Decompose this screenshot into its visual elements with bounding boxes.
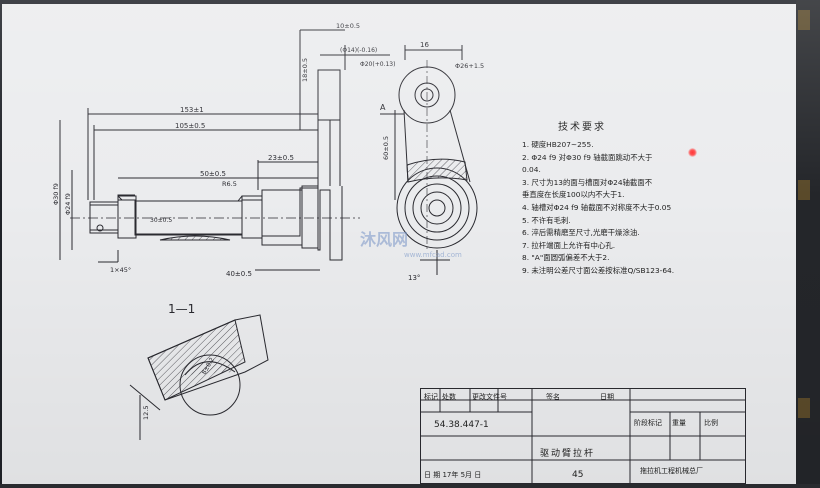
drawing-number: 54.38.447-1 bbox=[434, 420, 489, 430]
requirement-item: 垂直度在长度100以内不大于1. bbox=[522, 190, 625, 200]
weight-label: 重量 bbox=[672, 419, 686, 427]
tb-col-count: 处数 bbox=[442, 393, 456, 401]
dim-length-23: 23±0.5 bbox=[268, 154, 294, 162]
requirement-item: 0.04. bbox=[522, 165, 541, 175]
part-name: 驱动臂拉杆 bbox=[540, 449, 596, 459]
requirement-item: 4. 轴槽对Φ24 f9 轴截面不对称度不大于0.05 bbox=[522, 202, 672, 212]
date-row: 日 期 17年 5月 日 bbox=[424, 471, 482, 479]
dim-dia-24: Φ24 f9 bbox=[64, 193, 72, 215]
laser-pointer-dot bbox=[688, 148, 697, 157]
requirement-item: 9. 未注明公差尺寸面公差按标准Q/SB123-64. bbox=[522, 265, 675, 275]
requirement-item: 7. 拉杆端面上允许有中心孔. bbox=[522, 240, 616, 250]
watermark-url: www.mfcad.com bbox=[404, 251, 462, 259]
dim-height-30: 30±0.5 bbox=[150, 217, 172, 224]
dim-dia-20: Φ20(+0.13) bbox=[360, 61, 395, 68]
dim-dia-30: Φ30 f9 bbox=[52, 183, 60, 205]
tb-col-change: 更改文件号 bbox=[472, 393, 507, 401]
dim-length-40: 40±0.5 bbox=[226, 270, 252, 278]
technical-requirements: 技术要求 1. 硬度HB207~255. 2. Φ24 f9 对Φ30 f9 轴… bbox=[522, 118, 752, 278]
requirement-item: 5. 不许有毛刺. bbox=[522, 215, 571, 225]
dim-height-60: 60±0.5 bbox=[382, 136, 390, 160]
dim-overall-length: 153±1 bbox=[180, 106, 204, 114]
title-block bbox=[420, 388, 746, 484]
dim-top-16: 16 bbox=[420, 41, 429, 49]
dim-length-50: 50±0.5 bbox=[200, 170, 226, 178]
requirement-item: 8. "A"面圆弧偏差不大于2. bbox=[522, 253, 610, 263]
requirements-title: 技术要求 bbox=[558, 122, 606, 133]
dim-length-10: 10±0.5 bbox=[336, 22, 360, 30]
tb-col-date: 日期 bbox=[600, 393, 614, 401]
section-label: 1—1 bbox=[168, 302, 195, 316]
dim-dia-26: Φ26+1.5 bbox=[455, 62, 484, 70]
desk-edge-right bbox=[796, 0, 820, 488]
requirement-item: 2. Φ24 f9 对Φ30 f9 轴截面跳动不大于 bbox=[522, 152, 653, 162]
tb-col-mark: 标记 bbox=[424, 393, 438, 401]
dim-length-105: 105±0.5 bbox=[175, 122, 205, 130]
requirement-item: 1. 硬度HB207~255. bbox=[522, 140, 594, 149]
dim-height-18: 18±0.5 bbox=[301, 58, 309, 82]
dim-r65: R6.5 bbox=[222, 180, 237, 188]
dim-angle-13: 13° bbox=[408, 274, 420, 282]
watermark-logo: 沐风网 bbox=[360, 230, 409, 249]
drawing-sheet bbox=[2, 4, 802, 484]
dim-dia-small: (Φ14)(-0.16) bbox=[340, 47, 377, 54]
material: 45 bbox=[572, 470, 584, 480]
view-label-a: A bbox=[380, 103, 386, 112]
dim-chamfer: 1×45° bbox=[110, 266, 131, 274]
desk-edge-bottom bbox=[0, 484, 820, 488]
tb-col-sign: 签名 bbox=[546, 393, 560, 401]
scale-label: 比例 bbox=[704, 419, 718, 427]
requirement-item: 3. 尺寸为13的面与槽面对Φ24轴截面不 bbox=[522, 177, 653, 187]
stage-label: 阶段标记 bbox=[634, 419, 662, 427]
dim-depth-125: 12.5 bbox=[142, 406, 150, 420]
company-name: 拖拉机工程机械总厂 bbox=[640, 467, 703, 475]
requirement-item: 6. 淬后需精磨至尺寸,光磨干燥涂油. bbox=[522, 228, 640, 238]
